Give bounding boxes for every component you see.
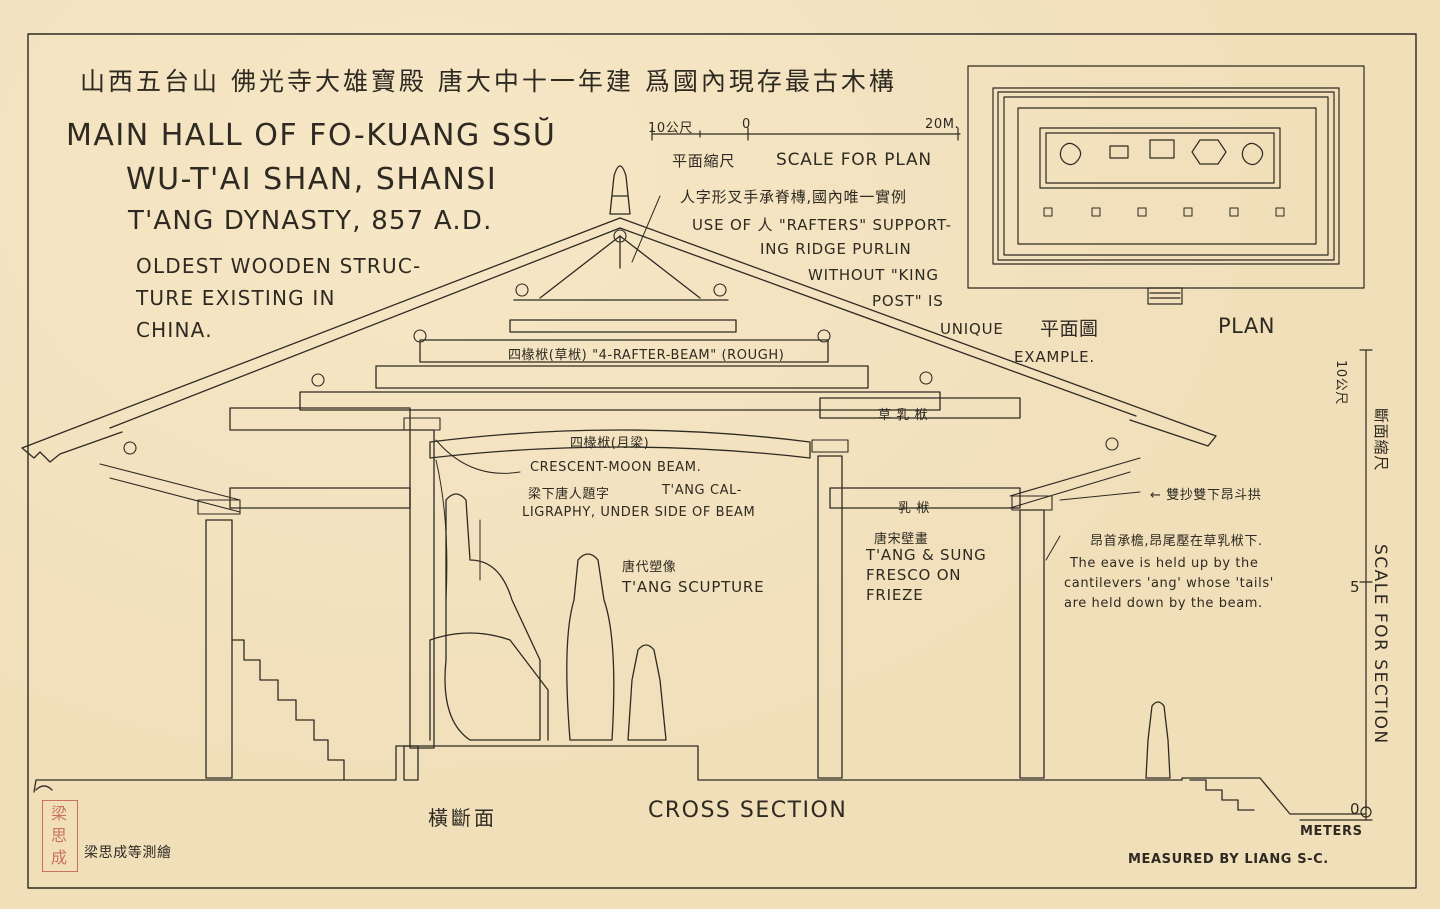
seal-stamp: 梁思成 [42,800,78,872]
plan-scale-bar [651,127,961,141]
crescent-beam-note: CRESCENT-MOON BEAM. [530,460,702,475]
section-label-en: CROSS SECTION [648,798,848,823]
title-line-1: MAIN HALL OF FO-KUANG SSŬ [66,118,557,153]
figure-standing-bodhisattva [566,553,615,741]
title-line-2: WU-T'AI SHAN, SHANSI [126,162,498,197]
sculpture-note-cn: 唐代塑像 [622,560,677,575]
ridge-note-en-5: UNIQUE [940,320,1004,338]
ridge-note-en-4: POST" IS [872,292,944,310]
fresco-note-en-1: T'ANG & SUNG [866,546,987,564]
plan-scale-label-en: SCALE FOR PLAN [776,150,932,170]
calligraphy-note-en-2: LIGRAPHY, UNDER SIDE OF BEAM [522,505,756,520]
floor-plan-drawing [967,65,1365,305]
section-scale-unit: METERS [1300,824,1363,839]
column-outer-right [1019,509,1045,779]
eave-note-cn: 昂首承檐,昂尾壓在草乳栿下. [1090,534,1263,549]
plan-label-cn: 平面圖 [1040,318,1099,340]
credit-cn: 梁思成等測繪 [84,845,172,861]
roof-left [21,217,621,463]
title-chinese: 山西五台山 佛光寺大雄寶殿 唐大中十一年建 爲國內現存最古木構 [80,67,897,96]
credit-en: MEASURED BY LIANG S-C. [1128,852,1329,867]
ridge-note-en-2: ING RIDGE PURLIN [760,240,912,258]
plan-scale-tick-20: 20M. [925,117,960,132]
plan-label-en: PLAN [1218,314,1275,338]
fresco-note-en-3: FRIEZE [866,586,924,604]
column-inner-right [817,455,843,779]
section-scale-tick-5: 5 [1350,578,1361,596]
eave-note-en-3: are held down by the beam. [1064,596,1263,611]
beam-4-rafter-label: 四椽栿(草栿) "4-RAFTER-BEAM" (ROUGH) [508,348,785,363]
sheet-border [27,33,1417,889]
seal-text: 梁思成 [51,804,68,867]
eave-note-en-1: The eave is held up by the [1070,556,1259,571]
title-line-3: T'ANG DYNASTY, 857 A.D. [128,206,493,236]
subtitle-line-2: TURE EXISTING IN [136,286,336,310]
ridge-note-cn: 人字形叉手承脊槫,國內唯一實例 [680,188,907,206]
plan-scale-tick-0: 0 [742,117,751,132]
ridge-note-en-3: WITHOUT "KING [808,266,939,284]
section-scale-tick-0: 0 [1350,800,1361,818]
eave-note-en-2: cantilevers 'ang' whose 'tails' [1064,576,1274,591]
figure-seated-small [627,644,667,741]
calligraphy-note-cn: 梁下唐人題字 [528,487,610,502]
section-scale-bar [1299,349,1373,821]
ground-line [33,745,1367,815]
section-label-cn: 橫斷面 [428,806,497,830]
bracket-note-cn: ← 雙抄雙下昂斗拱 [1150,488,1262,503]
ridge-note-en-6: EXAMPLE. [1014,348,1096,366]
fresco-note-cn: 唐宋壁畫 [874,532,929,547]
fresco-note-en-2: FRESCO ON [866,566,962,584]
roof-right [619,217,1217,447]
ridge-note-en-1: USE OF 人 "RAFTERS" SUPPORT- [692,216,952,234]
beam-ru-top-label: 草 乳 栿 [878,408,929,423]
column-outer-left [205,519,233,779]
figure-seated-buddha [444,493,541,741]
sculpture-note-en: T'ANG SCUPTURE [622,578,765,596]
subtitle-line-1: OLDEST WOODEN STRUC- [136,254,422,278]
calligraphy-note-en-1: T'ANG CAL- [662,483,743,498]
figure-human-scale [1145,701,1171,779]
plan-scale-tick-10: 10公尺 [648,121,693,136]
plan-scale-label-cn: 平面縮尺 [672,152,736,170]
subtitle-line-3: CHINA. [136,318,213,342]
cross-section-drawing [21,165,1367,815]
